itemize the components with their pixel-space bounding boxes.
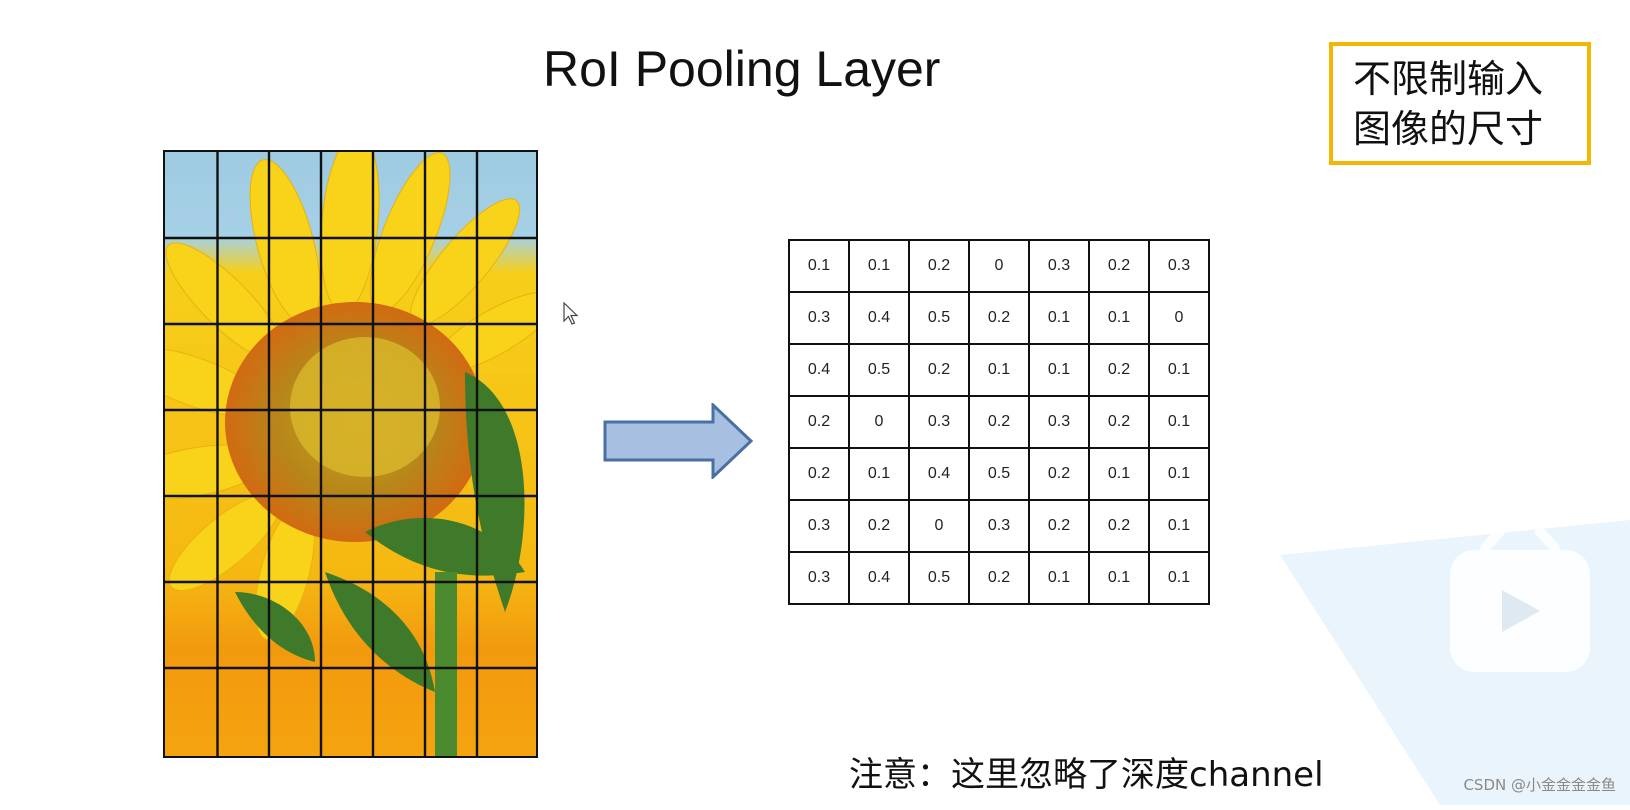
table-cell: 0.2	[788, 395, 850, 449]
table-cell: 0.1	[1148, 343, 1210, 397]
table-cell: 0.4	[788, 343, 850, 397]
table-cell: 0.3	[1028, 239, 1090, 293]
caption-text: 注意：这里忽略了深度channel	[849, 755, 1324, 795]
table-cell: 0.2	[968, 291, 1030, 345]
table-cell: 0.2	[908, 239, 970, 293]
table-cell: 0.3	[908, 395, 970, 449]
table-cell: 0.1	[1028, 291, 1090, 345]
table-cell: 0.5	[908, 291, 970, 345]
right-arrow-icon	[603, 401, 755, 484]
table-cell: 0.3	[788, 291, 850, 345]
table-cell: 0.2	[968, 395, 1030, 449]
table-cell: 0.5	[968, 447, 1030, 501]
slide-title: RoI Pooling Layer	[543, 41, 941, 97]
table-cell: 0.2	[968, 551, 1030, 605]
table-cell: 0.2	[788, 447, 850, 501]
table-cell: 0.4	[908, 447, 970, 501]
table-cell: 0	[848, 395, 910, 449]
table-cell: 0.1	[788, 239, 850, 293]
table-cell: 0.2	[1088, 395, 1150, 449]
table-cell: 0.1	[848, 239, 910, 293]
mouse-cursor-icon	[563, 301, 579, 331]
note-line-2: 图像的尺寸	[1353, 107, 1544, 151]
table-cell: 0.3	[968, 499, 1030, 553]
play-button-icon	[1280, 520, 1630, 810]
watermark-text: CSDN @小金金金金鱼	[1463, 776, 1616, 794]
table-cell: 0.1	[968, 343, 1030, 397]
table-cell: 0.3	[1148, 239, 1210, 293]
table-cell: 0.1	[1148, 499, 1210, 553]
table-cell: 0.1	[1148, 395, 1210, 449]
table-cell: 0.2	[908, 343, 970, 397]
table-cell: 0.1	[1148, 447, 1210, 501]
table-cell: 0.1	[1088, 291, 1150, 345]
table-cell: 0.1	[1088, 447, 1150, 501]
table-cell: 0.2	[848, 499, 910, 553]
table-cell: 0.3	[788, 551, 850, 605]
table-cell: 0.3	[1028, 395, 1090, 449]
table-cell: 0.4	[848, 551, 910, 605]
table-cell: 0.2	[1028, 447, 1090, 501]
sunflower-image	[163, 150, 538, 758]
table-cell: 0.2	[1028, 499, 1090, 553]
note-line-1: 不限制输入	[1353, 57, 1544, 101]
table-cell: 0.2	[1088, 239, 1150, 293]
table-cell: 0	[908, 499, 970, 553]
table-cell: 0.4	[848, 291, 910, 345]
table-cell: 0	[968, 239, 1030, 293]
table-cell: 0.5	[908, 551, 970, 605]
table-cell: 0.1	[1088, 551, 1150, 605]
table-cell: 0.2	[1088, 343, 1150, 397]
table-cell: 0.5	[848, 343, 910, 397]
table-cell: 0.3	[788, 499, 850, 553]
table-cell: 0.1	[1028, 343, 1090, 397]
table-cell: 0.1	[1028, 551, 1090, 605]
table-cell: 0.1	[1148, 551, 1210, 605]
table-cell: 0.2	[1088, 499, 1150, 553]
table-cell: 0.1	[848, 447, 910, 501]
note-box: 不限制输入 图像的尺寸	[1329, 42, 1591, 165]
table-cell: 0	[1148, 291, 1210, 345]
